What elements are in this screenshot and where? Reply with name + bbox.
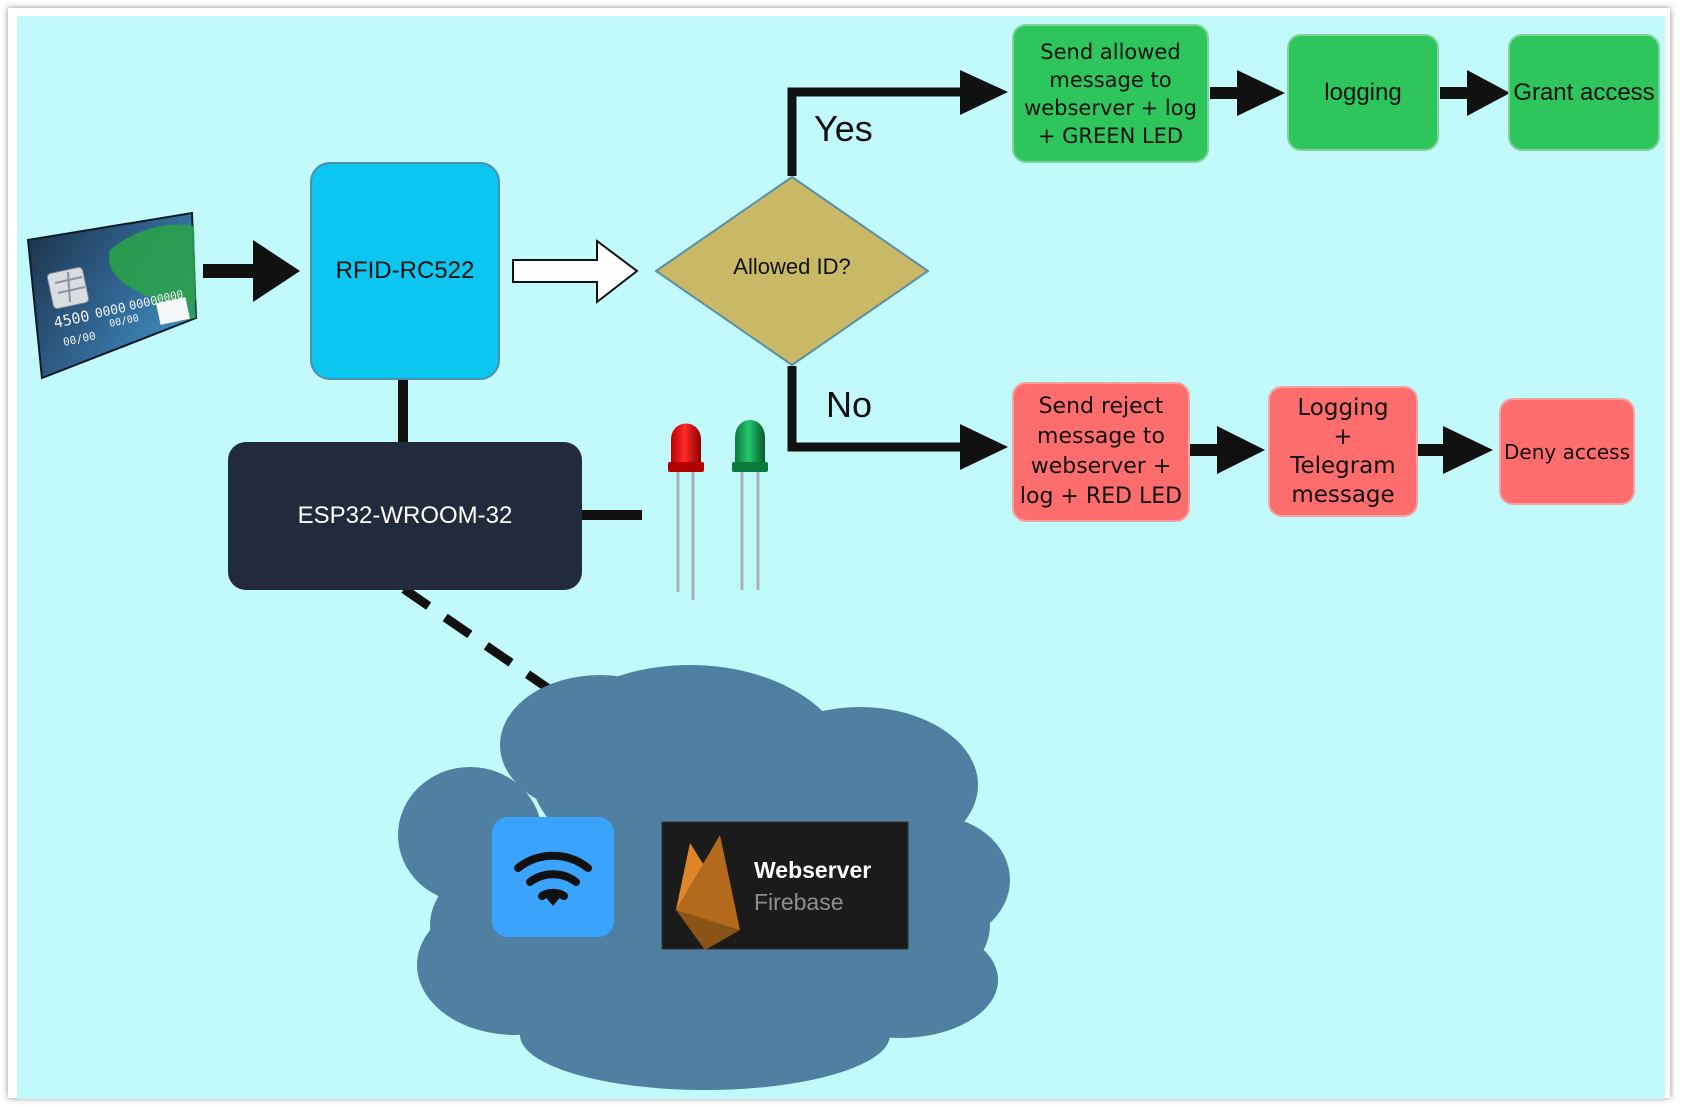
rfid-reader-node: RFID-RC522 <box>310 162 500 380</box>
green-flow-arrow-2 <box>1440 70 1510 116</box>
card-to-rfid-arrow <box>203 240 300 302</box>
green-flow-arrow-1 <box>1210 70 1285 116</box>
rfid-reader-label: RFID-RC522 <box>335 257 475 284</box>
red-led-icon <box>668 423 704 600</box>
webserver-title: Webserver <box>754 857 871 883</box>
wifi-icon <box>492 817 614 937</box>
logging-node: logging <box>1287 34 1439 151</box>
red-flow-arrow-1 <box>1190 426 1265 474</box>
red-flow-arrow-2 <box>1418 426 1493 474</box>
decision-diamond <box>654 175 930 367</box>
send-reject-node: Send reject message to webserver + log +… <box>1012 382 1190 522</box>
logging-telegram-line-1: Logging <box>1297 394 1389 421</box>
decision-label: Allowed ID? <box>733 254 851 279</box>
logging-telegram-node: Logging + Telegram message <box>1268 386 1418 517</box>
card-number-2: 0000 <box>94 301 128 322</box>
yes-branch-arrow <box>787 70 1008 176</box>
grant-access-label: Grant access <box>1513 78 1655 106</box>
rfid-to-decision-arrow <box>512 239 639 305</box>
deny-access-label: Deny access <box>1504 439 1630 464</box>
send-allowed-label: Send allowed message to webserver + log … <box>1024 39 1197 148</box>
grant-access-node: Grant access <box>1508 34 1660 151</box>
rfid-card-icon: 4500 0000 0000 0000 00/00 00/00 <box>26 211 198 380</box>
webserver-firebase-panel: Webserver Firebase <box>661 821 909 950</box>
green-led-icon <box>732 420 768 590</box>
firebase-subtitle: Firebase <box>754 889 843 915</box>
yes-label: Yes <box>814 108 873 149</box>
send-reject-label: Send reject message to webserver + log +… <box>1019 394 1183 509</box>
esp-cloud-dashed-link <box>401 585 565 702</box>
logging-telegram-line-3: Telegram <box>1290 452 1396 479</box>
esp32-label: ESP32-WROOM-32 <box>297 502 513 529</box>
logging-telegram-line-4: message <box>1291 481 1395 508</box>
esp32-node: ESP32-WROOM-32 <box>228 442 582 590</box>
send-allowed-node: Send allowed message to webserver + log … <box>1012 24 1209 163</box>
firebase-flame-icon <box>676 835 740 950</box>
logging-telegram-line-2: + <box>1333 423 1353 450</box>
no-branch-arrow <box>787 366 1008 470</box>
no-label: No <box>826 384 873 425</box>
esp-led-connector <box>580 510 642 520</box>
card-number-3: 0000 <box>128 293 159 313</box>
card-number-4: 0000 <box>156 288 185 306</box>
logging-label: logging <box>1324 78 1402 106</box>
rfid-esp-connector <box>398 379 408 442</box>
deny-access-node: Deny access <box>1499 398 1635 505</box>
